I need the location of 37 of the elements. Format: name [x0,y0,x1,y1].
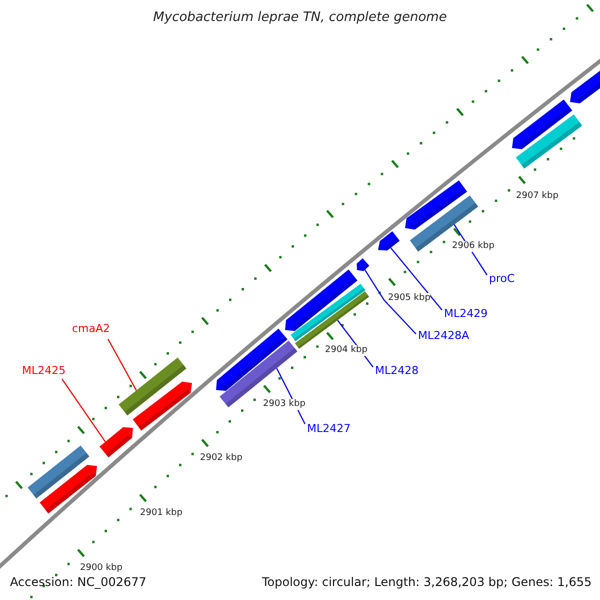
diagram-title: Mycobacterium leprae TN, complete genome [153,9,447,27]
gene-feature [290,284,366,342]
gene-label: ML2428 [375,364,419,377]
info-text: Accession: NC_002677 [10,575,146,589]
gene-feature [356,258,370,272]
scale-label: 2904 kbp [325,345,368,356]
gene-label: ML2429 [444,307,488,320]
leader-line [390,247,442,310]
scale-label: 2906 kbp [452,241,494,252]
gene-feature [118,358,186,416]
scale-label: 2903 kbp [263,399,306,410]
gene-feature [28,446,90,498]
scale-label: 2901 kbp [140,508,182,519]
gene-feature [216,328,288,391]
gene-label: proC [489,272,515,285]
leader-line [107,338,137,391]
scale-label: 2900 kbp [80,563,122,574]
gene-feature [410,195,478,252]
scale-label: 2905 kbp [388,293,430,304]
leader-line [364,269,416,334]
gene-feature [516,114,582,169]
gene-label: ML2425 [22,364,66,377]
leader-line [62,378,106,442]
gene-feature [405,180,468,230]
gene-feature [40,464,97,514]
gene-feature [570,69,600,104]
gene-label: ML2427 [307,422,351,435]
gene-label: ML2428A [418,329,470,342]
gene-feature [512,99,572,150]
scale-label: 2902 kbp [200,453,242,464]
gene-label: cmaA2 [72,322,110,335]
info-text: Topology: circular; Length: 3,268,203 bp; Genes: 1,655 [262,575,592,589]
gene-feature [100,427,133,458]
gene-feature [285,270,358,332]
gene-feature [378,231,400,250]
gene-feature [132,382,192,431]
scale-label: 2907 kbp [516,191,558,202]
